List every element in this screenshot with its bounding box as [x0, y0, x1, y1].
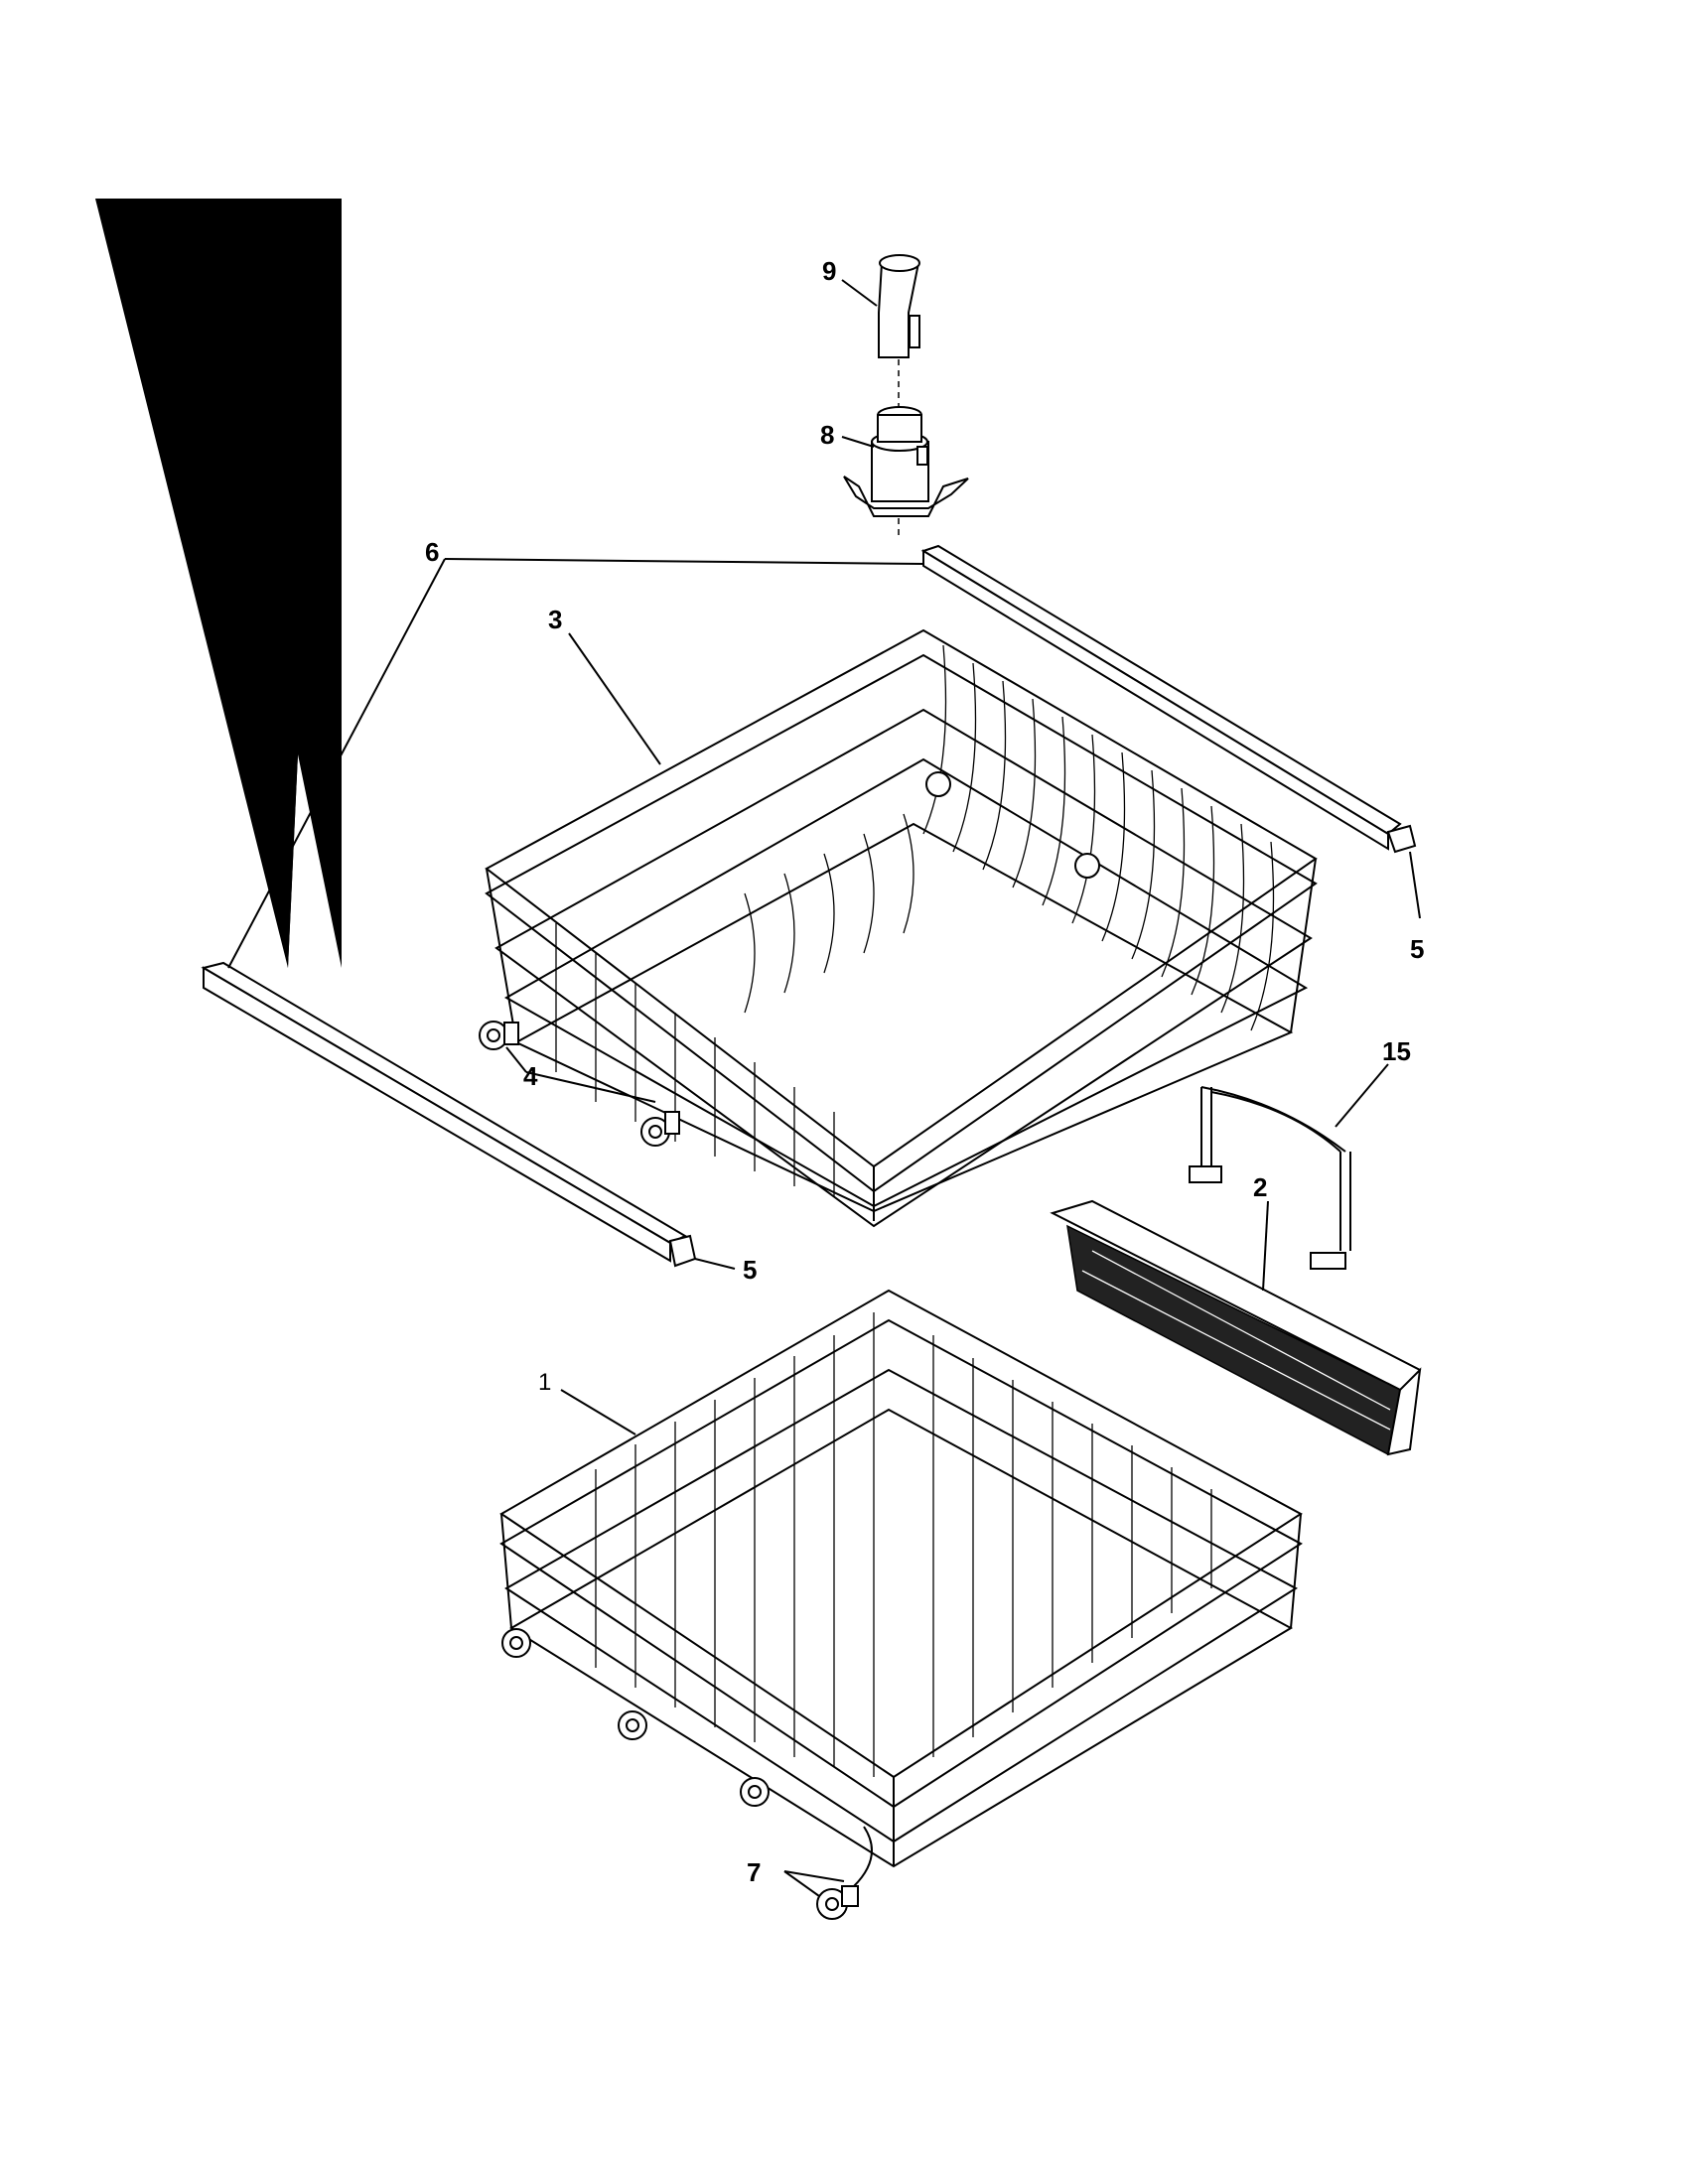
black-wedge-artifact [95, 199, 342, 968]
callout-15: 15 [1382, 1036, 1411, 1066]
callout-1: 1 [538, 1369, 551, 1396]
part-6-rail-upper [920, 544, 1417, 854]
callout-9: 9 [822, 256, 836, 286]
part-7-lower-wheel [816, 1826, 873, 1920]
part-4-rack-wheels [479, 1021, 680, 1147]
callout-4: 4 [523, 1061, 538, 1091]
callout-5-upper: 5 [1410, 934, 1424, 964]
part-8-spray-manifold [843, 406, 969, 517]
part-3-upper-rack [485, 628, 1318, 1228]
callout-6: 6 [425, 537, 439, 567]
leader-lines [227, 279, 1421, 1897]
callout-3: 3 [548, 605, 562, 634]
callout-7: 7 [747, 1857, 761, 1887]
part-15-basket-handle [1189, 1086, 1351, 1270]
part-9-spray-nozzle [878, 254, 920, 358]
callout-5-lower: 5 [743, 1255, 757, 1285]
part-1-lower-rack [499, 1289, 1303, 1868]
part-6-rail-lower [201, 961, 697, 1268]
part-2-silverware-basket [1050, 1199, 1422, 1456]
callout-2: 2 [1253, 1172, 1267, 1202]
callout-8: 8 [820, 420, 834, 450]
